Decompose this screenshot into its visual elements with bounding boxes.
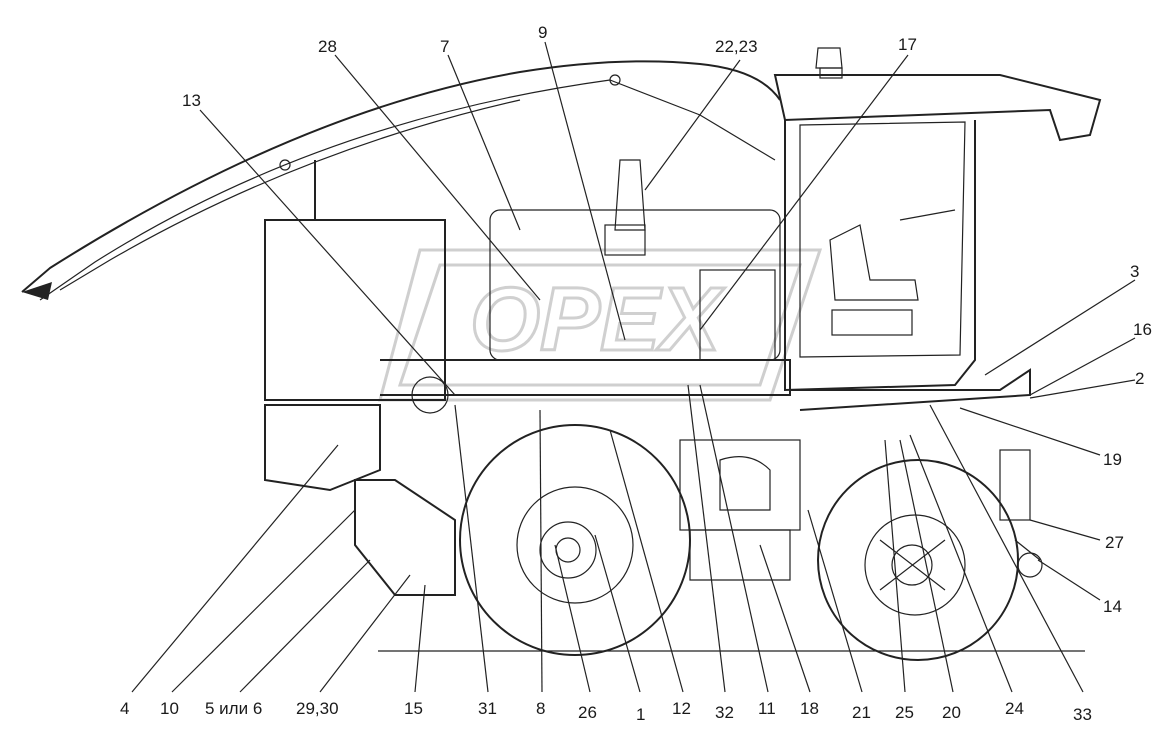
watermark-logo: OPEX: [378, 248, 823, 402]
rear-wheel: [817, 459, 1019, 661]
watermark-text: OPEX: [470, 270, 725, 370]
label-2: 2: [1135, 369, 1144, 388]
label-9: 9: [538, 23, 547, 42]
label-7: 7: [440, 37, 449, 56]
label-4: 4: [120, 699, 129, 718]
label-12: 12: [672, 699, 691, 718]
label-26: 26: [578, 703, 597, 722]
cab: [773, 47, 1102, 392]
label-1: 1: [636, 705, 645, 724]
callout-labels: 4 10 5 или 6 29,30 15 31 8 26 1 12 32 11…: [120, 23, 1152, 724]
label-27: 27: [1105, 533, 1124, 552]
label-18: 18: [800, 699, 819, 718]
label-28: 28: [318, 37, 337, 56]
label-25: 25: [895, 703, 914, 722]
label-33: 33: [1073, 705, 1092, 724]
label-22-23: 22,23: [715, 37, 758, 56]
label-10: 10: [160, 699, 179, 718]
label-13: 13: [182, 91, 201, 110]
label-19: 19: [1103, 450, 1122, 469]
engine-body: [264, 159, 1031, 596]
label-5-or-6: 5 или 6: [205, 699, 262, 718]
label-11: 11: [758, 699, 776, 718]
leader-lines: [131, 41, 1136, 693]
label-17: 17: [898, 35, 917, 54]
label-24: 24: [1005, 699, 1024, 718]
label-16: 16: [1133, 320, 1152, 339]
label-29-30: 29,30: [296, 699, 339, 718]
discharge-spout: [21, 60, 781, 301]
label-32: 32: [715, 703, 734, 722]
front-wheel: [459, 424, 691, 656]
label-3: 3: [1130, 262, 1139, 281]
label-31: 31: [478, 699, 497, 718]
label-20: 20: [942, 703, 961, 722]
label-21: 21: [852, 703, 871, 722]
rear-hitch: [999, 449, 1043, 578]
label-15: 15: [404, 699, 423, 718]
label-8: 8: [536, 699, 545, 718]
label-14: 14: [1103, 597, 1122, 616]
